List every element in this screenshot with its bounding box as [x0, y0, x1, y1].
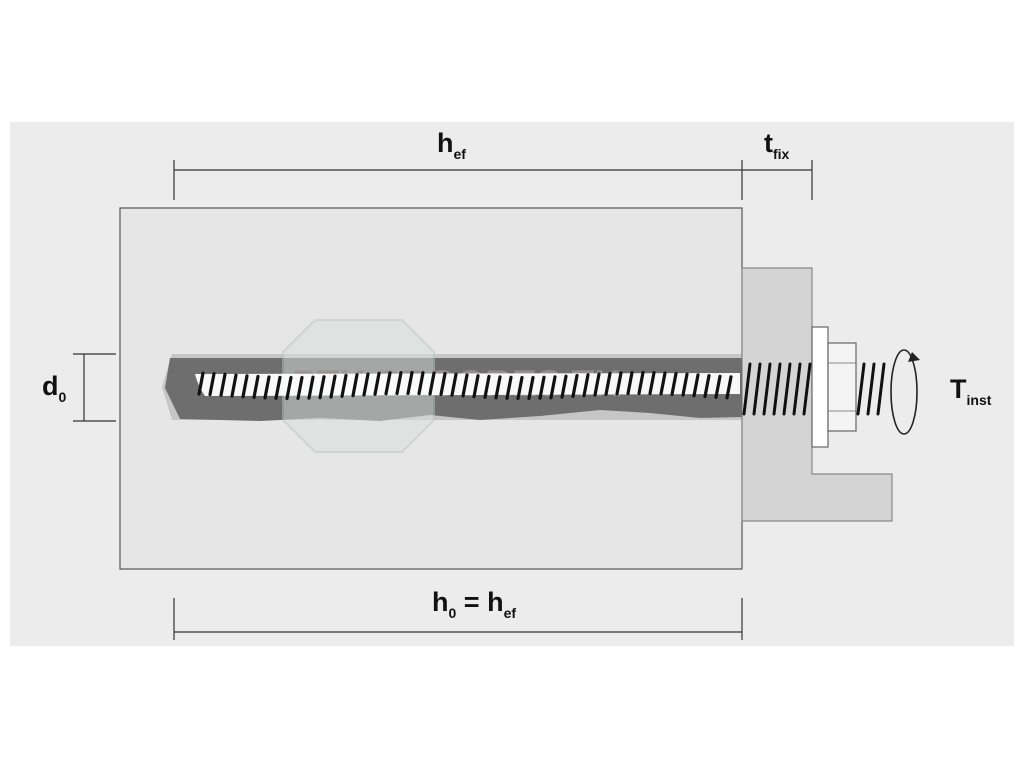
thread-stroke: [406, 370, 414, 396]
thread-stroke: [285, 375, 293, 401]
thread-stroke: [274, 375, 282, 400]
thread-stroke: [527, 375, 535, 401]
thread-stroke: [752, 362, 762, 416]
thread-stroke: [428, 371, 436, 396]
thread-stroke: [461, 373, 469, 398]
rod-thread-embedded: [197, 370, 733, 401]
thread-stroke: [362, 372, 370, 397]
thread-stroke: [876, 362, 886, 416]
washer: [811, 326, 829, 448]
thread-stroke: [593, 372, 601, 397]
thread-stroke: [762, 362, 772, 416]
thread-stroke: [340, 373, 348, 398]
thread-stroke: [856, 362, 866, 416]
thread-stroke: [307, 375, 315, 400]
thread-stroke: [450, 372, 458, 397]
thread-stroke: [329, 374, 337, 399]
thread-stroke: [648, 371, 656, 396]
thread-stroke: [742, 362, 752, 416]
rotation-arrow-icon: [890, 349, 920, 435]
thread-stroke: [681, 372, 689, 397]
thread-stroke: [802, 362, 812, 416]
thread-stroke: [659, 371, 667, 396]
fixture-plate: [741, 267, 893, 522]
label-d0: d0: [42, 371, 67, 405]
thread-stroke: [197, 371, 205, 396]
thread-stroke: [505, 375, 513, 400]
label-tfix: tfix: [764, 128, 790, 162]
thread-stroke: [571, 373, 579, 399]
thread-stroke: [560, 374, 568, 399]
label-hef: hef: [437, 128, 466, 162]
thread-stroke: [670, 371, 678, 397]
thread-stroke: [318, 375, 326, 400]
label-h0-equals-hef: h0 = hef: [432, 587, 516, 621]
thread-stroke: [615, 371, 623, 396]
rod-thread-exposed: [742, 362, 886, 416]
thread-stroke: [582, 373, 590, 398]
thread-stroke: [296, 375, 304, 401]
thread-stroke: [439, 371, 447, 397]
thread-stroke: [866, 362, 876, 416]
dimension-hef: [173, 160, 813, 200]
thread-stroke: [252, 374, 260, 400]
thread-stroke: [263, 375, 271, 400]
thread-stroke: [782, 362, 792, 416]
thread-stroke: [637, 370, 645, 396]
thread-stroke: [792, 362, 802, 416]
dimension-h0: [173, 598, 743, 640]
thread-stroke: [604, 371, 612, 396]
thread-stroke: [230, 373, 238, 398]
thread-stroke: [692, 373, 700, 398]
thread-stroke: [384, 371, 392, 396]
thread-stroke: [241, 374, 249, 399]
thread-stroke: [538, 375, 546, 400]
thread-stroke: [725, 375, 733, 400]
thread-stroke: [472, 374, 480, 399]
thread-stroke: [373, 371, 381, 396]
thread-stroke: [516, 375, 524, 401]
thread-stroke: [714, 374, 722, 399]
dimension-d0: [73, 353, 116, 422]
nut: [827, 342, 857, 432]
thread-stroke: [417, 371, 425, 396]
thread-stroke: [219, 372, 227, 397]
thread-stroke: [395, 370, 403, 396]
thread-stroke: [703, 373, 711, 399]
thread-stroke: [549, 375, 557, 400]
thread-stroke: [626, 370, 634, 396]
thread-stroke: [494, 375, 502, 400]
thread-stroke: [772, 362, 782, 416]
thread-stroke: [351, 373, 359, 398]
thread-stroke: [208, 372, 216, 397]
label-tinst: Tinst: [950, 374, 992, 408]
thread-stroke: [483, 374, 491, 399]
